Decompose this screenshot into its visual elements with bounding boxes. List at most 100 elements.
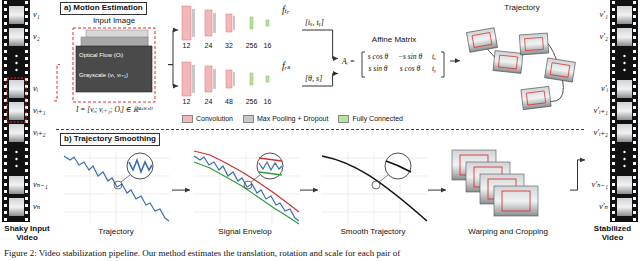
drawing-part bbox=[623, 69, 625, 71]
layer-size: 256 bbox=[246, 98, 258, 106]
layer-size: 12 bbox=[183, 42, 191, 50]
input-film-strip bbox=[2, 0, 30, 222]
frame-label: v′₂ bbox=[599, 32, 608, 41]
drawing-part bbox=[259, 158, 282, 161]
figure-label: Trajectory bbox=[504, 4, 539, 13]
drawing-part bbox=[617, 102, 632, 120]
drawing-part bbox=[521, 86, 551, 109]
connector bbox=[54, 65, 60, 101]
box-heading: Affine Matrix bbox=[372, 36, 416, 45]
envelope-chart-box: Signal Envelop bbox=[190, 146, 300, 244]
video-title: Stabilized Video bbox=[585, 225, 640, 243]
drawing-part bbox=[379, 175, 388, 182]
drawing-part bbox=[633, 1, 636, 222]
frame-label: v′ᵢ₊₁ bbox=[594, 106, 608, 115]
matrix-symbol: Aᵢ = bbox=[342, 58, 355, 66]
drawing-part bbox=[466, 28, 497, 53]
matrix-brackets bbox=[362, 52, 444, 77]
layer-size: 12 bbox=[183, 98, 191, 106]
connector bbox=[450, 60, 460, 61]
legend-swatch bbox=[338, 115, 349, 123]
legend-swatch bbox=[243, 115, 254, 123]
chart-label: Warping and Cropping bbox=[468, 228, 548, 237]
drawing-part bbox=[610, 0, 638, 222]
drawing-part bbox=[617, 6, 632, 24]
drawing-part bbox=[9, 124, 24, 142]
drawing-part bbox=[251, 175, 260, 182]
network-name: fᵣₛ bbox=[282, 60, 291, 71]
drawing-part bbox=[259, 172, 282, 175]
layer-size: 16 bbox=[264, 98, 272, 106]
connector bbox=[302, 30, 338, 59]
drawing-part bbox=[623, 62, 625, 64]
connector bbox=[428, 190, 446, 191]
panel-divider bbox=[56, 129, 584, 130]
image-layer-label: Optical Flow (Oᵢ) bbox=[79, 52, 123, 59]
layer-size: 24 bbox=[205, 98, 213, 106]
drawing-part bbox=[623, 151, 625, 153]
affine-matrix: Affine MatrixAᵢ =s cos θ−s sin θtₓs sin … bbox=[338, 36, 450, 86]
drawing-part bbox=[617, 28, 632, 46]
box-heading: Input Image bbox=[93, 17, 135, 26]
warped-frames bbox=[452, 150, 538, 216]
edge-label: [θ, s] bbox=[304, 75, 323, 84]
drawing-part bbox=[194, 152, 300, 224]
chart-label: Trajectory bbox=[98, 228, 133, 237]
frame-label: v′ᵢ bbox=[601, 84, 608, 93]
video-title: Shaky Input Video bbox=[0, 225, 54, 243]
drawing-part bbox=[121, 175, 130, 182]
legend-text: Convolution bbox=[196, 115, 233, 123]
layer-size: 24 bbox=[205, 42, 213, 50]
connector bbox=[168, 30, 178, 65]
drawing-part bbox=[257, 153, 283, 179]
drawing-part bbox=[623, 55, 625, 57]
panel-heading: a) Motion Estimation bbox=[60, 2, 147, 15]
rotation-scale-network: fᵣₛ bbox=[178, 60, 302, 112]
connector bbox=[168, 65, 178, 86]
drawing-part bbox=[623, 165, 625, 167]
drawing-part bbox=[15, 158, 17, 160]
stabilized-video-strip: v′₁v′₂v′ᵢv′ᵢ₊₁v′ᵢ₊₂v′ₙ₋₁v′ₙStabilized Vi… bbox=[585, 0, 640, 246]
drawing-part bbox=[259, 162, 282, 170]
drawing-part bbox=[545, 58, 576, 82]
drawing-part bbox=[114, 181, 122, 189]
frame-label: vᵢ₊₁ bbox=[33, 106, 46, 115]
smooth-chart bbox=[322, 152, 428, 224]
drawing-part bbox=[617, 176, 632, 194]
drawing-part bbox=[9, 6, 24, 24]
drawing-part bbox=[9, 176, 24, 194]
drawing-part bbox=[15, 62, 17, 64]
edge-label: [tₓ, tᵧ] bbox=[304, 19, 325, 28]
chart-label: Signal Envelop bbox=[218, 228, 271, 237]
rotation-scale-layers bbox=[182, 62, 269, 96]
frame-label: vₙ₋₁ bbox=[33, 180, 48, 189]
drawing-part bbox=[64, 152, 170, 224]
drawing-part bbox=[194, 151, 299, 212]
drawing-part bbox=[9, 80, 24, 98]
layer-size: 48 bbox=[225, 98, 233, 106]
panel-heading: b) Trajectory Smoothing bbox=[60, 133, 160, 146]
translation-layers bbox=[182, 6, 269, 40]
legend: ConvolutionMax Pooling + DropoutFully Co… bbox=[182, 115, 403, 123]
drawing-part bbox=[244, 181, 252, 189]
legend-text: Fully Connected bbox=[352, 115, 403, 123]
drawing-part bbox=[73, 28, 155, 102]
drawing-part bbox=[386, 161, 411, 172]
layer-size: 32 bbox=[225, 42, 233, 50]
network-name: fₜᵣ bbox=[282, 4, 290, 15]
drawing-part bbox=[129, 160, 152, 172]
connector bbox=[302, 74, 338, 87]
envelope-chart bbox=[194, 151, 300, 224]
frame-label: v₁ bbox=[33, 10, 40, 19]
drawing-part bbox=[7, 78, 26, 122]
drawing-part bbox=[15, 165, 17, 167]
drawing-part bbox=[9, 198, 24, 216]
drawing-part bbox=[194, 162, 299, 224]
frame-label: v′ₙ₋₁ bbox=[591, 180, 608, 189]
trajectory-figure: Trajectory bbox=[460, 4, 584, 122]
connector bbox=[172, 190, 190, 191]
matrix-entry: s sin θ bbox=[368, 65, 387, 73]
trajectory-chart-box: Trajectory bbox=[60, 146, 172, 244]
input-image-stack bbox=[73, 28, 155, 102]
